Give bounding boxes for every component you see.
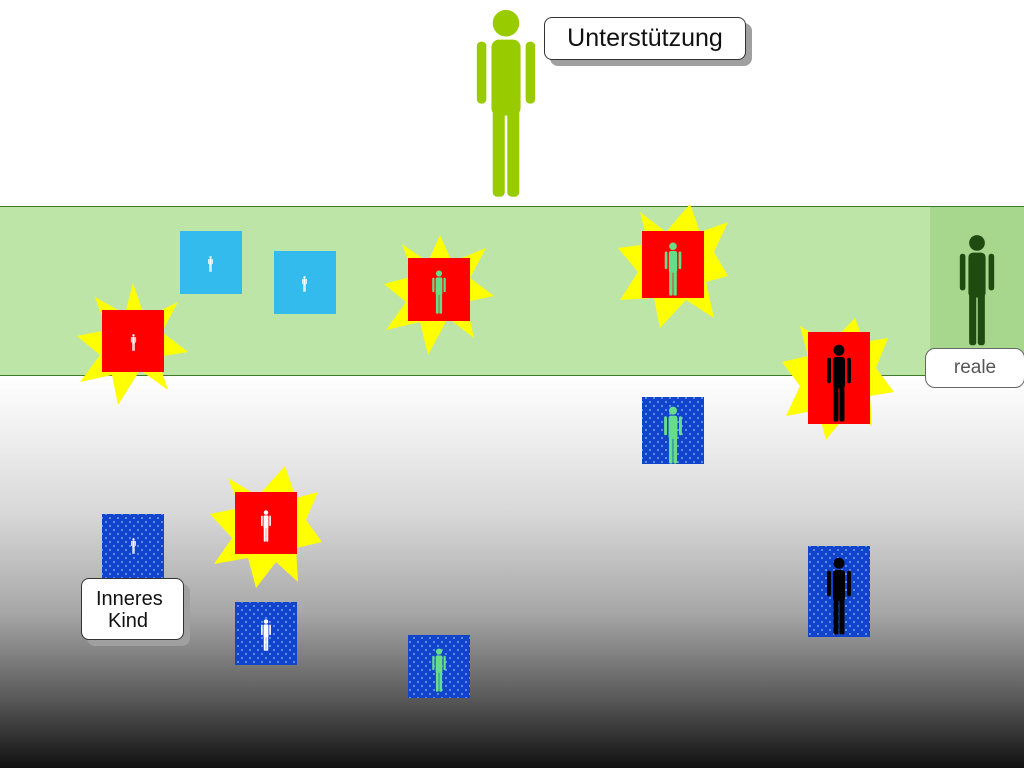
- dotted-box-1: [642, 397, 704, 464]
- cyan-box-1: [180, 231, 242, 294]
- cyan-box-2: [274, 251, 336, 314]
- starburst-red-box-2: [384, 235, 494, 355]
- starburst-red-box-1: [77, 283, 188, 405]
- dotted-box-3: [235, 602, 297, 665]
- starburst-red-box-4: [782, 318, 894, 440]
- real-figure-person-icon: [959, 235, 995, 346]
- dotted-box-2: [102, 514, 164, 580]
- starburst-red-box-3: [618, 204, 728, 328]
- dotted-box-5: [808, 546, 870, 637]
- support-callout: Unterstützung: [544, 17, 746, 60]
- dotted-box-4: [408, 635, 470, 698]
- support-figure-person-icon: [476, 9, 536, 197]
- starburst-red-box-5: [210, 466, 322, 588]
- real-callout: reale: [925, 348, 1024, 388]
